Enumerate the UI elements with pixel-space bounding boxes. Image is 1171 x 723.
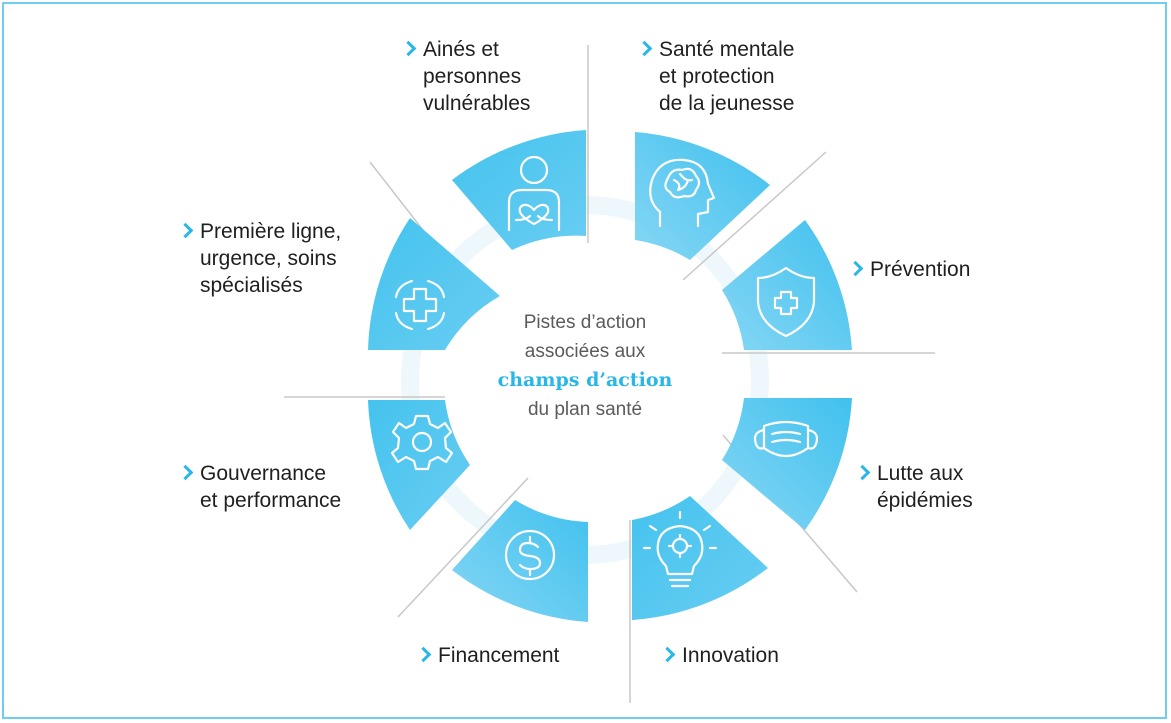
- label-gouvernance[interactable]: Gouvernance et performance: [177, 460, 341, 514]
- label-premiere-ligne[interactable]: Première ligne, urgence, soins spécialis…: [177, 218, 341, 299]
- chevron-right-icon: [847, 260, 864, 277]
- segment-sante-mentale[interactable]: [635, 132, 770, 260]
- label-sante-mentale[interactable]: Santé mentale et protection de la jeunes…: [636, 36, 794, 117]
- segment-gouvernance[interactable]: [368, 400, 470, 530]
- medical-cross-icon: [394, 279, 446, 331]
- center-highlight: champs d’action: [497, 369, 673, 391]
- center-line-4: du plan santé: [527, 399, 643, 420]
- segment-epidemies[interactable]: [722, 398, 852, 530]
- face-mask-icon: [753, 420, 819, 458]
- gear-icon: [390, 414, 454, 471]
- center-caption: Pistes d’action associées aux champs d’a…: [470, 308, 700, 424]
- label-prevention[interactable]: Prévention: [847, 256, 970, 283]
- shield-cross-icon: [756, 266, 816, 338]
- chevron-right-icon: [659, 646, 676, 663]
- chevron-right-icon: [854, 464, 871, 481]
- center-line-1: Pistes d’action: [523, 312, 647, 333]
- chevron-right-icon: [400, 40, 417, 57]
- chevron-right-icon: [177, 222, 194, 239]
- chevron-right-icon: [177, 464, 194, 481]
- lightbulb-gear-icon: [642, 510, 718, 588]
- chevron-right-icon: [636, 40, 653, 57]
- chevron-right-icon: [415, 646, 432, 663]
- dollar-coin-icon: [504, 529, 556, 581]
- center-line-2: associées aux: [524, 341, 646, 362]
- label-financement[interactable]: Financement: [415, 642, 559, 669]
- elder-heart-icon: [507, 155, 561, 232]
- label-aines[interactable]: Ainés et personnes vulnérables: [400, 36, 530, 117]
- segment-prevention[interactable]: [722, 220, 852, 350]
- segment-financement[interactable]: [452, 500, 588, 622]
- head-brain-icon: [649, 158, 716, 228]
- label-epidemies[interactable]: Lutte aux épidémies: [854, 460, 973, 514]
- label-innovation[interactable]: Innovation: [659, 642, 779, 669]
